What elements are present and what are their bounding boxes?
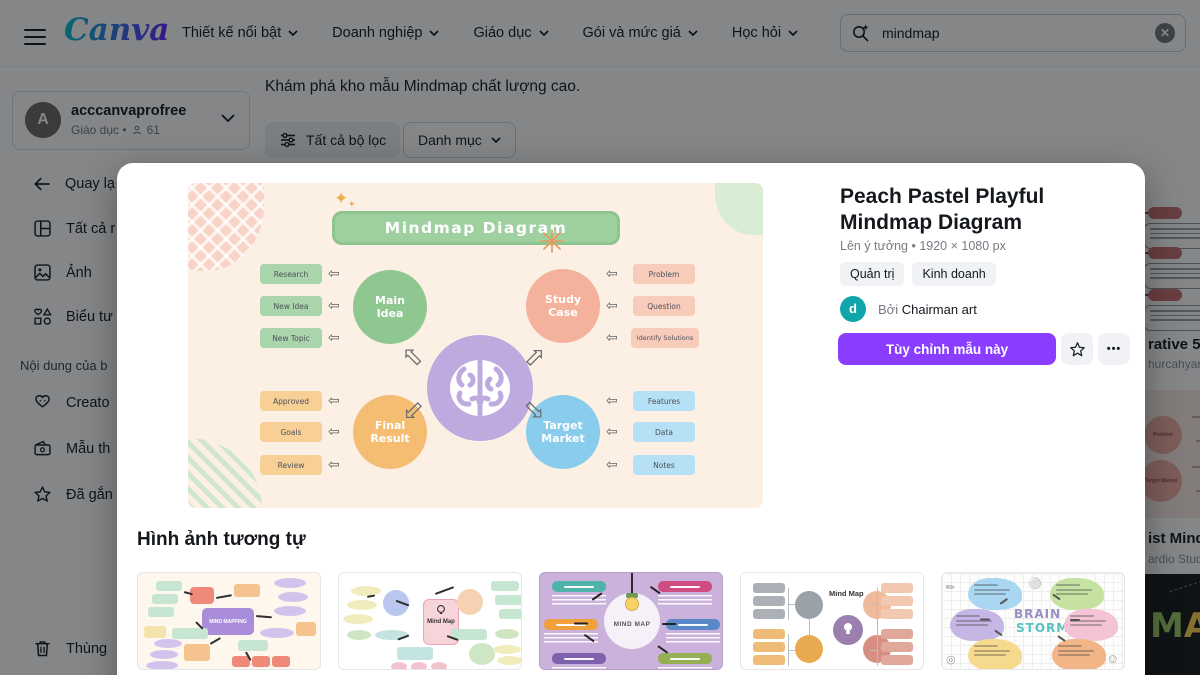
thumb-center-label: Mind Map — [829, 589, 864, 598]
mindmap-item-box: Approved — [260, 391, 322, 411]
mindmap-item-box: Identify Solutions — [631, 328, 699, 348]
similar-images-heading: Hình ảnh tương tự — [137, 529, 306, 550]
mindmap-item-box: New Topic — [260, 328, 322, 348]
branch-circle-study-case: Study Case — [526, 269, 600, 343]
preview-title-banner: Mindmap Diagram — [332, 211, 620, 245]
doodle-arrow-icon: ⇦ — [328, 265, 340, 281]
starburst-decoration — [540, 229, 564, 253]
similar-thumbnail-1[interactable]: MIND MAPPING — [137, 572, 321, 670]
bulb-cap — [626, 593, 638, 598]
brain-icon — [450, 358, 510, 418]
center-brain-node — [427, 335, 533, 441]
author-prefix: Bởi — [878, 301, 899, 317]
author-line: Bởi Chairman art — [878, 302, 977, 317]
doodle-arrow-icon: ⇦ — [328, 329, 340, 345]
branch-circle-target-market: Target Market — [526, 395, 600, 469]
thumb-center-label: BRAIN — [1014, 607, 1062, 621]
mindmap-item-box: Question — [633, 296, 695, 316]
smiley-doodle-icon: ☺ — [1106, 651, 1120, 666]
green-blob-decoration — [715, 183, 763, 235]
template-tags: Quản trị Kinh doanh — [840, 262, 996, 286]
template-detail-modal: ✦ ✦ Mindmap Diagram Main Idea Study Case… — [117, 163, 1145, 675]
doodle-arrow-icon: ⇦ — [606, 392, 618, 408]
thumb-center-label: STORM — [1016, 621, 1070, 635]
striped-blob-decoration — [188, 438, 262, 508]
mindmap-item-box: Notes — [633, 455, 695, 475]
tag-kinh-doanh[interactable]: Kinh doanh — [912, 262, 996, 286]
doodle-arrow-icon: ⇦ — [394, 337, 432, 375]
bulb-doodle-icon: ⚪ — [1028, 578, 1042, 590]
doodle-arrow-icon: ⇦ — [328, 456, 340, 472]
crosshatch-blob-decoration — [188, 183, 264, 271]
template-meta: Lên ý tưởng • 1920 × 1080 px — [840, 239, 1006, 253]
thumb-center-node: MIND MAPPING — [202, 608, 254, 635]
similar-thumbnail-5[interactable]: BRAIN STORM ✎ ⚪ ◎ ☺ — [941, 572, 1125, 670]
star-template-button[interactable] — [1061, 333, 1093, 365]
more-options-button[interactable]: ••• — [1098, 333, 1130, 365]
template-title: Peach Pastel Playful Mindmap Diagram — [840, 185, 1045, 234]
tag-quan-tri[interactable]: Quản trị — [840, 262, 905, 286]
lightbulb-icon — [437, 605, 445, 615]
doodle-arrow-icon: ⇦ — [606, 297, 618, 313]
lightbulb-icon — [844, 623, 852, 634]
doodle-arrow-icon: ⇦ — [606, 265, 618, 281]
branch-circle-final-result: Final Result — [353, 395, 427, 469]
mindmap-item-box: Review — [260, 455, 322, 475]
doodle-arrow-icon: ⇦ — [606, 456, 618, 472]
hanging-cord — [631, 573, 633, 595]
mindmap-item-box: Data — [633, 422, 695, 442]
template-author[interactable]: d Bởi Chairman art — [840, 296, 977, 322]
pencil-doodle-icon: ✎ — [943, 580, 959, 596]
mindmap-item-box: Goals — [260, 422, 322, 442]
mindmap-item-box: Features — [633, 391, 695, 411]
sparkle-decoration: ✦ — [348, 199, 356, 209]
mindmap-item-box: Problem — [633, 264, 695, 284]
star-outline-icon — [1069, 341, 1085, 356]
template-preview-image[interactable]: ✦ ✦ Mindmap Diagram Main Idea Study Case… — [188, 183, 763, 508]
branch-circle-main-idea: Main Idea — [353, 270, 427, 344]
doodle-arrow-icon: ⇦ — [328, 392, 340, 408]
doodle-arrow-icon: ⇦ — [328, 297, 340, 313]
similar-thumbnail-3[interactable]: MIND MAP — [539, 572, 723, 670]
doodle-arrow-icon: ⇦ — [606, 329, 618, 345]
doodle-arrow-icon: ⇦ — [606, 423, 618, 439]
similar-thumbnail-2[interactable]: Mind Map — [338, 572, 522, 670]
thumb-center-label: MIND MAP — [613, 621, 651, 628]
sparkle-decoration: ✦ — [334, 189, 349, 208]
mindmap-item-box: New Idea — [260, 296, 322, 316]
similar-images-row: MIND MAPPING — [137, 572, 1125, 670]
lightbulb-icon — [625, 597, 639, 611]
spiral-doodle-icon: ◎ — [946, 654, 956, 666]
mindmap-item-box: Research — [260, 264, 322, 284]
thumb-center-node — [833, 615, 863, 645]
author-name: Chairman art — [901, 301, 977, 317]
similar-thumbnail-4[interactable]: Mind Map — [740, 572, 924, 670]
doodle-arrow-icon: ⇦ — [328, 423, 340, 439]
author-avatar: d — [840, 296, 866, 322]
customize-template-button[interactable]: Tùy chỉnh mẫu này — [838, 333, 1056, 365]
